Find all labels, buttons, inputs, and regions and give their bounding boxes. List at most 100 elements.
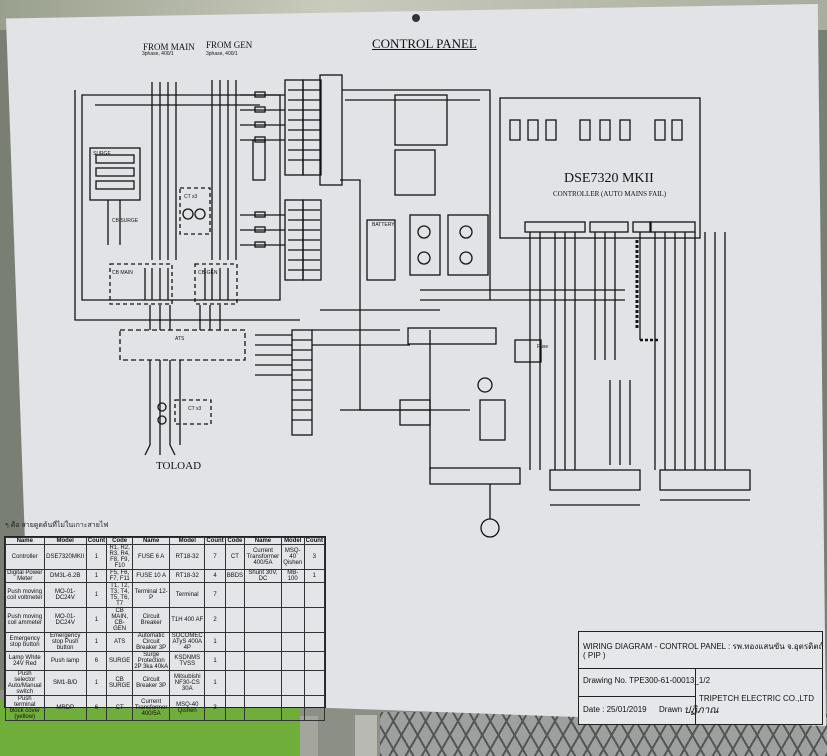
svg-text:CB SURGE: CB SURGE — [112, 218, 139, 224]
bom-cell: T1H 400 AF — [169, 607, 206, 633]
bom-cell: 4 — [204, 569, 226, 583]
metal-post — [300, 716, 318, 756]
bom-cell — [280, 607, 305, 633]
bom-cell: Surge Protection 2P 3ka 40kA — [132, 651, 171, 671]
bom-cell — [244, 582, 282, 608]
bom-cell: DSE7320MKII — [43, 544, 87, 570]
bom-cell — [280, 651, 305, 671]
bom-cell: 2 — [204, 607, 226, 633]
title-block-signature: ปฏิภาณ — [684, 705, 719, 716]
bom-cell: Automatic Circuit Breaker 3P — [132, 632, 171, 652]
title-block-divider — [695, 668, 696, 724]
bom-cell: MSQ-40 Qishen — [280, 544, 305, 570]
title-block-divider — [579, 696, 695, 697]
bom-cell — [303, 582, 326, 608]
bom-cell: Shunt 30V, DC — [244, 569, 282, 583]
title-block-drawn: Drawn — [659, 705, 683, 714]
bom-cell — [280, 695, 305, 721]
bom-cell: Circuit Breaker 3P — [132, 670, 171, 696]
bom-cell — [244, 632, 282, 652]
bom-cell: DM3L-6.2B — [43, 569, 87, 583]
svg-text:ATS: ATS — [175, 336, 185, 342]
svg-text:SURGE: SURGE — [93, 151, 111, 157]
svg-text:3phase, 400/1: 3phase, 400/1 — [142, 51, 174, 57]
bom-cell — [224, 632, 246, 652]
label-from-main: FROM MAIN — [143, 42, 195, 52]
bom-cell — [244, 607, 282, 633]
bom-cell: T1, T2, T3, T4, T5, T6, T7 — [106, 582, 134, 608]
bom-header-cell: Code — [106, 537, 134, 545]
title-block-company: TRIPETCH ELECTRIC CO.,LTD — [699, 694, 814, 703]
controller-subtitle: CONTROLLER (AUTO MAINS FAIL) — [553, 190, 667, 198]
bom-cell — [244, 695, 282, 721]
bom-cell — [224, 695, 246, 721]
svg-text:CB-GEN: CB-GEN — [198, 270, 218, 276]
bom-cell: CB MAIN, CB-GEN — [106, 607, 134, 633]
svg-text:BATTERY: BATTERY — [372, 222, 395, 228]
bom-cell — [280, 670, 305, 696]
bom-cell: MSQ-40 Qishen — [169, 695, 206, 721]
metal-post — [355, 715, 377, 756]
bom-cell: 1 — [303, 569, 326, 583]
bom-cell: 1 — [85, 632, 108, 652]
bom-cell: Mitsubishi NF30-CS 30A — [169, 670, 206, 696]
bom-header-cell: Count — [303, 537, 326, 545]
bom-cell: Emergency stop button — [5, 632, 45, 652]
bom-cell: F5, F6, F7, F11 — [106, 569, 134, 583]
bom-cell — [303, 632, 326, 652]
title-block-divider — [579, 668, 822, 669]
controller-name: DSE7320 MKII — [564, 171, 654, 186]
bom-header-cell: Name — [5, 537, 45, 545]
bom-cell — [280, 582, 305, 608]
bom-cell: Circuit Breaker — [132, 607, 171, 633]
bom-cell: 1 — [85, 544, 108, 570]
bom-cell: Lamp White 24V Red — [5, 651, 45, 671]
bom-cell: 7 — [204, 544, 226, 570]
bom-cell: Emergency stop Push button — [43, 632, 87, 652]
title-block-date: Date : 25/01/2019 — [583, 705, 647, 714]
bom-cell: MO-01-DC24V — [43, 607, 87, 633]
bom-cell: Controller — [5, 544, 45, 570]
bom-header-cell: Model — [169, 537, 206, 545]
bom-header-cell: Name — [132, 537, 171, 545]
bom-cell: MRDP — [43, 695, 87, 721]
bom-cell — [303, 607, 326, 633]
bom-cell: Push moving coil voltmeter — [5, 582, 45, 608]
bom-header-cell: Model — [280, 537, 305, 545]
bom-cell: ATS — [106, 632, 134, 652]
bom-cell — [224, 670, 246, 696]
bom-header-cell: Code — [224, 537, 246, 545]
bom-cell: CB SURGE — [106, 670, 134, 696]
bom-cell: Push moving coil ammeter — [5, 607, 45, 633]
bom-cell: SM1-B/D — [43, 670, 87, 696]
bom-cell: FUSE 10 A — [132, 569, 171, 583]
svg-text:CT x3: CT x3 — [188, 406, 201, 412]
bom-cell: RT18-32 — [169, 569, 206, 583]
svg-text:3phase, 400/1: 3phase, 400/1 — [206, 51, 238, 57]
bom-header-cell: Count — [204, 537, 226, 545]
bom-header-cell: Count — [85, 537, 108, 545]
bom-cell: Terminal 12-P — [132, 582, 171, 608]
title-block-wiring: WIRING DIAGRAM - CONTROL PANEL : รพ.ทองแ… — [583, 642, 824, 651]
title-block-drawing-no: Drawing No. TPE300-61-00013_1/2 — [583, 676, 711, 685]
note-text: ๆ คือ สายดูดต้นที่ไม่ในเกาะสายไฟ — [5, 522, 109, 529]
bom-cell: 1 — [85, 569, 108, 583]
bom-cell: 6 — [85, 651, 108, 671]
mounting-pin — [412, 14, 420, 22]
bom-cell: CT — [224, 544, 246, 570]
bom-cell: R1, R2, R3, R4, F8, F9, F10 — [106, 544, 134, 570]
bom-cell — [244, 651, 282, 671]
bom-cell: MB-100 — [280, 569, 305, 583]
bom-cell: 6 — [85, 695, 108, 721]
bom-cell — [303, 695, 326, 721]
